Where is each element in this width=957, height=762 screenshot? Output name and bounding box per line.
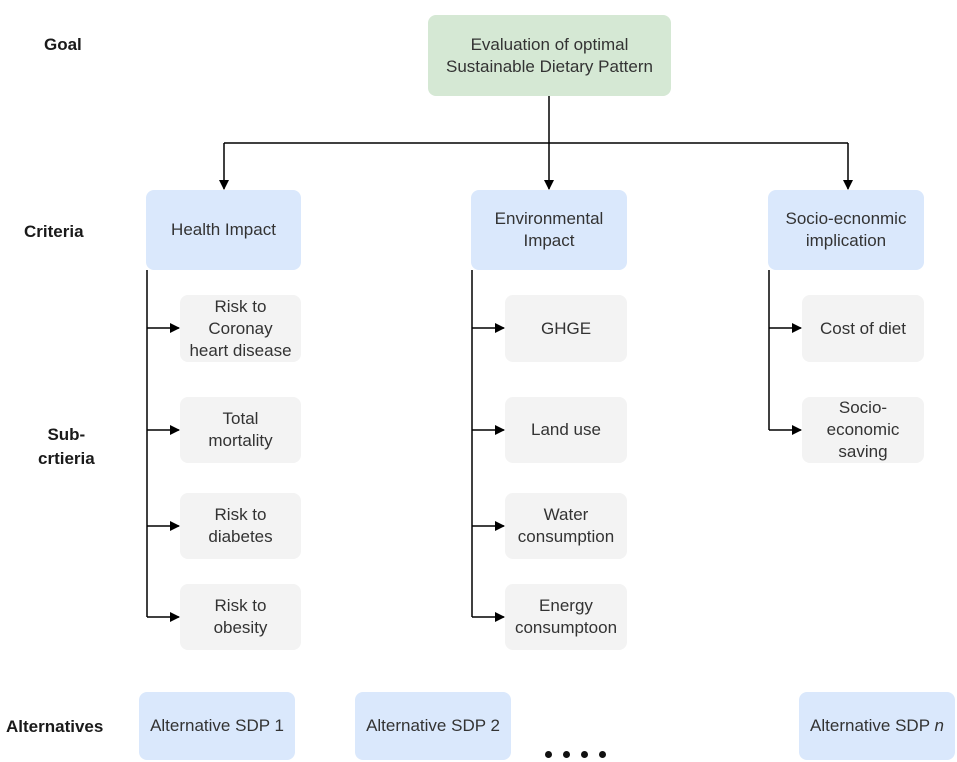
subcriteria-label: Risk to diabetes bbox=[208, 505, 273, 546]
ellipsis-dot bbox=[545, 751, 552, 758]
criteria-label: Socio-ecnonmic implication bbox=[785, 209, 907, 250]
subcriteria-energy-consumption: Energy consumptoon bbox=[505, 584, 627, 650]
subcriteria-label: Water consumption bbox=[517, 505, 615, 546]
alternative-sdp-n: Alternative SDP n bbox=[799, 692, 955, 760]
subcriteria-ghge: GHGE bbox=[505, 295, 627, 362]
subcriteria-label: GHGE bbox=[540, 318, 592, 338]
subcriteria-label: Socio- economic saving bbox=[826, 398, 900, 461]
criteria-label: Health Impact bbox=[171, 220, 276, 239]
level-label-criteria: Criteria bbox=[24, 222, 84, 241]
subcriteria-coronary-heart-disease: Risk to Coronay heart disease bbox=[180, 295, 301, 362]
subcriteria-water-consumption: Water consumption bbox=[505, 493, 627, 559]
ellipsis-dots bbox=[545, 751, 606, 758]
subcriteria-label: Cost of diet bbox=[820, 318, 906, 338]
subcriteria-cost-of-diet: Cost of diet bbox=[802, 295, 924, 362]
ellipsis-dot bbox=[563, 751, 570, 758]
subcriteria-label: Energy consumptoon bbox=[514, 596, 618, 637]
level-label-subcriteria: Sub- crtieria bbox=[38, 425, 95, 468]
level-label-goal: Goal bbox=[44, 35, 82, 54]
criteria-socioeconomic-implication: Socio-ecnonmic implication bbox=[768, 190, 924, 270]
subcriteria-socioeconomic-saving: Socio- economic saving bbox=[802, 397, 924, 463]
subcriteria-land-use: Land use bbox=[505, 397, 627, 463]
alternative-label-index: n bbox=[934, 716, 944, 735]
level-label-alternatives: Alternatives bbox=[6, 717, 104, 736]
subcriteria-obesity: Risk to obesity bbox=[180, 584, 301, 650]
subcriteria-total-mortality: Total mortality bbox=[180, 397, 301, 463]
ellipsis-dot bbox=[581, 751, 588, 758]
ellipsis-dot bbox=[599, 751, 606, 758]
alternative-label: Alternative SDP 1 bbox=[150, 716, 284, 735]
subcriteria-diabetes: Risk to diabetes bbox=[180, 493, 301, 559]
alternative-sdp-1: Alternative SDP 1 bbox=[139, 692, 295, 760]
goal-box: Evaluation of optimal Sustainable Dietar… bbox=[428, 15, 671, 96]
alternative-label: Alternative SDP 2 bbox=[366, 716, 500, 735]
subcriteria-label: Land use bbox=[531, 420, 601, 439]
criteria-environmental-impact: Environmental Impact bbox=[471, 190, 627, 270]
subcriteria-label: Risk to Coronay heart disease bbox=[189, 296, 292, 360]
alternative-label: Alternative SDP n bbox=[810, 715, 944, 737]
alternative-sdp-2: Alternative SDP 2 bbox=[355, 692, 511, 760]
criteria-label: Environmental Impact bbox=[494, 209, 604, 250]
criteria-health-impact: Health Impact bbox=[146, 190, 301, 270]
goal-label: Evaluation of optimal Sustainable Dietar… bbox=[446, 34, 653, 76]
subcriteria-label: Total mortality bbox=[208, 409, 273, 450]
subcriteria-label: Risk to obesity bbox=[213, 596, 268, 637]
alternative-label-prefix: Alternative SDP bbox=[810, 716, 935, 735]
